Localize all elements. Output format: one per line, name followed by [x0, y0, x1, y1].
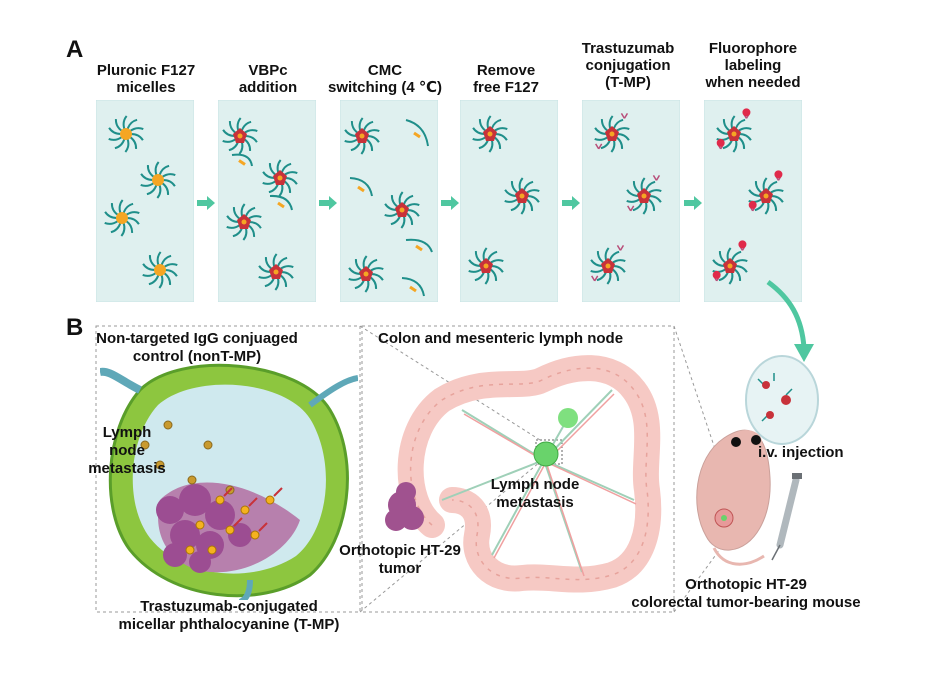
tmp-label: Trastuzumab-conjugated micellar phthaloc…	[118, 598, 340, 633]
step-3-label: CMC switching (4 ℃)	[327, 62, 442, 96]
micelle-icon	[104, 199, 140, 237]
vbpc-micelle-icon	[626, 174, 662, 215]
lymph-node-title: Non-targeted IgG conjuaged control (nonT…	[96, 330, 298, 365]
vbpc-micelle-icon	[258, 253, 294, 291]
lymph-node-icon	[100, 363, 358, 600]
fluorophore-icon	[716, 138, 725, 147]
vbpc-micelle-icon	[344, 117, 380, 155]
micelle-icon	[140, 161, 176, 199]
vbpc-micelle-icon	[590, 244, 626, 285]
colon-icon	[385, 355, 662, 593]
mouse-label: Orthotopic HT-29 colorectal tumor-bearin…	[631, 576, 861, 611]
antibody-icon	[620, 112, 629, 119]
antibody-icon	[591, 275, 599, 282]
step-arrow-icon	[562, 196, 580, 210]
step-5-box	[582, 100, 680, 302]
vbpc-micelle-icon	[712, 240, 748, 285]
step-1-box	[96, 100, 194, 302]
step-4-box	[460, 100, 558, 302]
step-6-label: Fluorophore labeling when needed	[705, 40, 801, 91]
fluorophore-icon	[712, 270, 721, 279]
panel-a-letter: A	[66, 36, 84, 63]
step-6-box	[704, 100, 802, 302]
vbpc-micelle-icon	[226, 203, 262, 241]
panel-b-letter: B	[66, 314, 84, 341]
mouse-icon	[696, 429, 771, 566]
vbpc-micelle-icon	[222, 117, 258, 155]
colon-metastasis-label: Lymph node metastasis	[490, 476, 580, 511]
step-4-label: Remove free F127	[473, 62, 539, 96]
vbpc-micelle-icon	[262, 159, 298, 197]
micelle-icon	[142, 251, 178, 289]
step-arrow-icon	[441, 196, 459, 210]
antibody-icon	[616, 244, 625, 251]
fluorophore-icon	[738, 240, 747, 249]
syringe-icon	[745, 355, 819, 561]
step-5-label: Trastuzumab conjugation (T-MP)	[581, 40, 675, 91]
vbpc-micelle-icon	[748, 170, 784, 215]
vbpc-micelle-icon	[716, 108, 752, 153]
step-1-label: Pluronic F127 micelles	[96, 62, 196, 96]
colon-title: Colon and mesenteric lymph node	[378, 330, 624, 347]
vbpc-micelle-icon	[468, 247, 504, 285]
metastasis-label: Lymph node metastasis	[88, 424, 166, 477]
step-2-box	[218, 100, 316, 302]
injection-label: i.v. injection	[758, 444, 844, 461]
micelle-icon	[108, 115, 144, 153]
vbpc-micelle-icon	[594, 112, 630, 153]
step-2-label: VBPc addition	[238, 62, 298, 96]
fluorophore-icon	[774, 170, 783, 179]
step-3-box	[340, 100, 438, 302]
tumor-label: Orthotopic HT-29 tumor	[339, 542, 461, 577]
antibody-icon	[595, 143, 603, 150]
fluorophore-icon	[742, 108, 751, 117]
vbpc-micelle-icon	[504, 177, 540, 215]
step-arrow-icon	[197, 196, 215, 210]
antibody-icon	[652, 174, 661, 181]
antibody-icon	[627, 205, 635, 212]
curved-arrow-icon	[766, 279, 814, 362]
vbpc-micelle-icon	[384, 191, 420, 229]
step-arrow-icon	[684, 196, 702, 210]
vbpc-micelle-icon	[348, 255, 384, 293]
fluorophore-icon	[748, 200, 757, 209]
step-arrow-icon	[319, 196, 337, 210]
vbpc-micelle-icon	[472, 115, 508, 153]
